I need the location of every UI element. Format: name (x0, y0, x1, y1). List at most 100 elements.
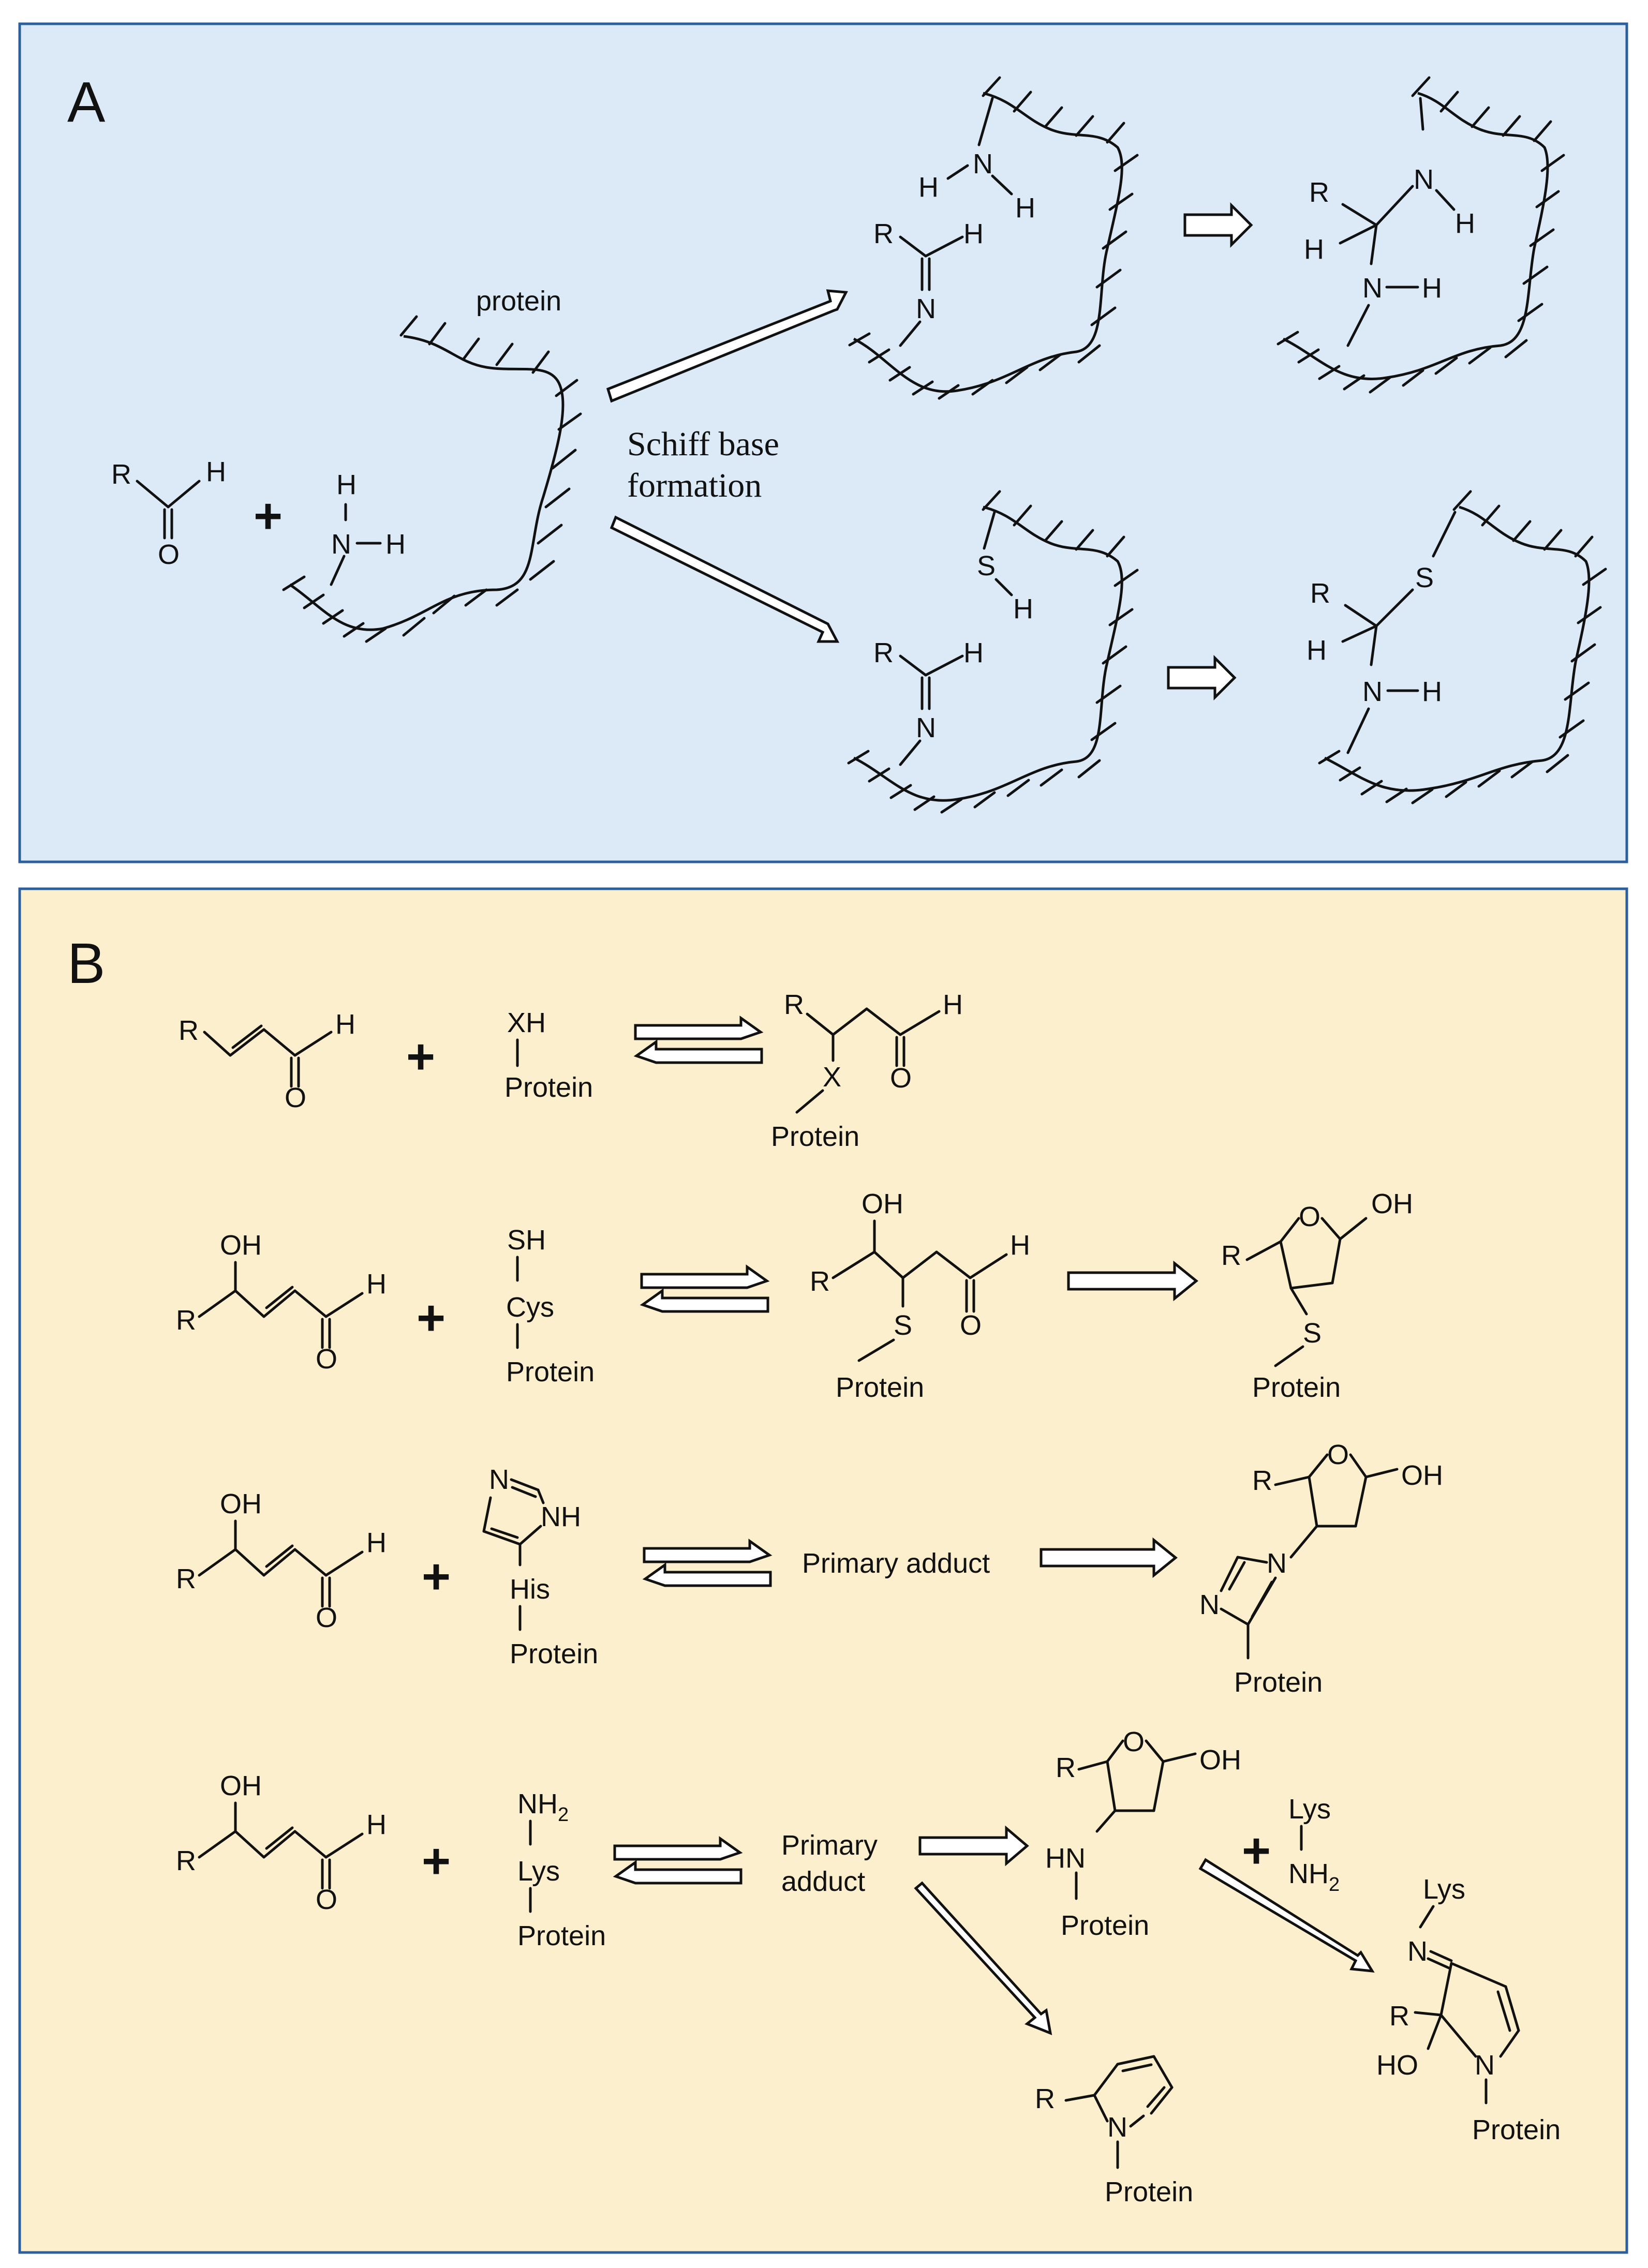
atom-oh: OH (1199, 1744, 1241, 1775)
atom-sh: SH (507, 1225, 546, 1256)
protein-label: Protein (506, 1356, 595, 1387)
panel-a-background (18, 22, 1628, 863)
atom-s: S (1303, 1318, 1322, 1349)
panel-b-background (18, 887, 1628, 2254)
atom-nh: NH (541, 1501, 581, 1532)
atom-h: H (1455, 208, 1475, 239)
atom-n: N (489, 1464, 509, 1495)
panel-b-label: B (67, 932, 105, 995)
atom-oh: OH (220, 1230, 262, 1261)
atom-o: O (1299, 1201, 1320, 1232)
atom-h: H (1013, 593, 1033, 624)
pocket-intermediate-thiol: N R H S H (847, 490, 1139, 814)
atom-hn: HN (1045, 1843, 1086, 1874)
atom-r: R (1309, 177, 1329, 208)
formation-label: formation (627, 467, 762, 504)
atom-n: N (1267, 1548, 1287, 1579)
primary-adduct-label-line2: adduct (781, 1866, 865, 1897)
atom-n: N (1414, 164, 1434, 195)
atom-h: H (1304, 234, 1324, 265)
equilibrium-reverse-arrow (613, 1860, 743, 1885)
protein-label: Protein (1234, 1667, 1323, 1698)
protein-pocket-reactant: protein N H H (282, 286, 582, 643)
atom-h: H (335, 1009, 355, 1040)
atom-s: S (1415, 562, 1434, 593)
atom-n: N (973, 148, 993, 180)
atom-oh: OH (862, 1188, 903, 1219)
equilibrium-reverse-arrow (640, 1288, 769, 1313)
plus-sign: + (406, 1029, 435, 1084)
lys-label: Lys (1288, 1794, 1331, 1825)
pocket-product-aminal: N H R H N H (1276, 76, 1565, 394)
atom-r: R (873, 637, 894, 668)
arrow-to-amine-product (606, 289, 848, 403)
pocket-product-thiazolidine: S R H N H (1306, 490, 1607, 804)
atom-oh: OH (220, 1770, 262, 1801)
panel-a: A R H O + (18, 22, 1628, 863)
atom-r: R (176, 1563, 196, 1594)
atom-r: R (1056, 1752, 1076, 1783)
equilibrium-reverse-arrow (633, 1039, 763, 1064)
plus-sign: + (254, 488, 283, 544)
panel-a-label: A (67, 70, 106, 134)
plus-sign: + (1242, 1823, 1271, 1878)
aldehyde-structure: R H O (111, 456, 226, 570)
atom-n: N (1107, 2112, 1127, 2143)
atom-h: H (943, 989, 963, 1020)
equilibrium-forward-arrow (613, 1836, 743, 1861)
atom-xh: XH (507, 1007, 546, 1038)
row-hne-cys: OH R H O + SH Cys Protein OH R (176, 1188, 1413, 1403)
row-hne-his: OH R H O + N NH His (176, 1439, 1443, 1698)
atom-r: R (873, 218, 894, 249)
plus-sign: + (422, 1833, 451, 1889)
atom-r: R (784, 989, 804, 1020)
protein-label: Protein (1105, 2176, 1193, 2207)
atom-o: O (960, 1310, 982, 1341)
protein-label: Protein (836, 1372, 924, 1403)
atom-nh2: NH2 (517, 1788, 569, 1826)
atom-h: H (385, 529, 406, 560)
atom-r: R (810, 1266, 830, 1297)
equilibrium-forward-arrow (643, 1539, 773, 1563)
schiff-base-label: Schiff base (627, 425, 779, 463)
atom-r: R (1221, 1240, 1241, 1271)
atom-o: O (316, 1602, 337, 1633)
atom-r: R (111, 459, 131, 490)
atom-o: O (890, 1063, 912, 1094)
row-enal-michael: R H O + XH Protein R H (179, 989, 963, 1152)
atom-h: H (1422, 676, 1442, 707)
lys-label: Lys (517, 1856, 560, 1887)
atom-h: H (1422, 273, 1442, 304)
atom-n: N (1362, 676, 1383, 707)
atom-oh: OH (1401, 1460, 1443, 1491)
plus-sign: + (417, 1290, 446, 1346)
atom-n: N (1362, 273, 1383, 304)
atom-ho: HO (1376, 2050, 1418, 2081)
protein-label: protein (476, 286, 561, 317)
protein-label: Protein (510, 1638, 598, 1669)
lys-label: Lys (1423, 1874, 1465, 1905)
pocket-intermediate-amine: N R H N H H (848, 76, 1139, 400)
atom-o: O (316, 1884, 337, 1915)
atom-r: R (176, 1845, 196, 1876)
atom-h: H (1010, 1230, 1030, 1261)
atom-x: X (823, 1062, 841, 1093)
atom-h: H (366, 1809, 387, 1840)
atom-h: H (963, 218, 984, 249)
primary-adduct-label-line1: Primary (781, 1830, 878, 1861)
atom-o: O (316, 1344, 337, 1375)
atom-nh2: NH2 (1288, 1858, 1340, 1896)
row-hne-lys: OH R H O + NH2 Lys Protein Primary adduc… (176, 1726, 1561, 2207)
his-label: His (510, 1574, 550, 1605)
arrow-to-pyrrolinone (1198, 1858, 1375, 1973)
atom-h: H (918, 172, 939, 203)
atom-oh: OH (1371, 1188, 1413, 1219)
atom-r: R (1389, 2001, 1409, 2032)
atom-h: H (206, 456, 226, 487)
primary-adduct-label: Primary adduct (802, 1548, 990, 1579)
atom-n: N (331, 529, 351, 560)
atom-oh: OH (220, 1488, 262, 1519)
atom-h: H (963, 637, 984, 668)
atom-s: S (977, 550, 996, 581)
